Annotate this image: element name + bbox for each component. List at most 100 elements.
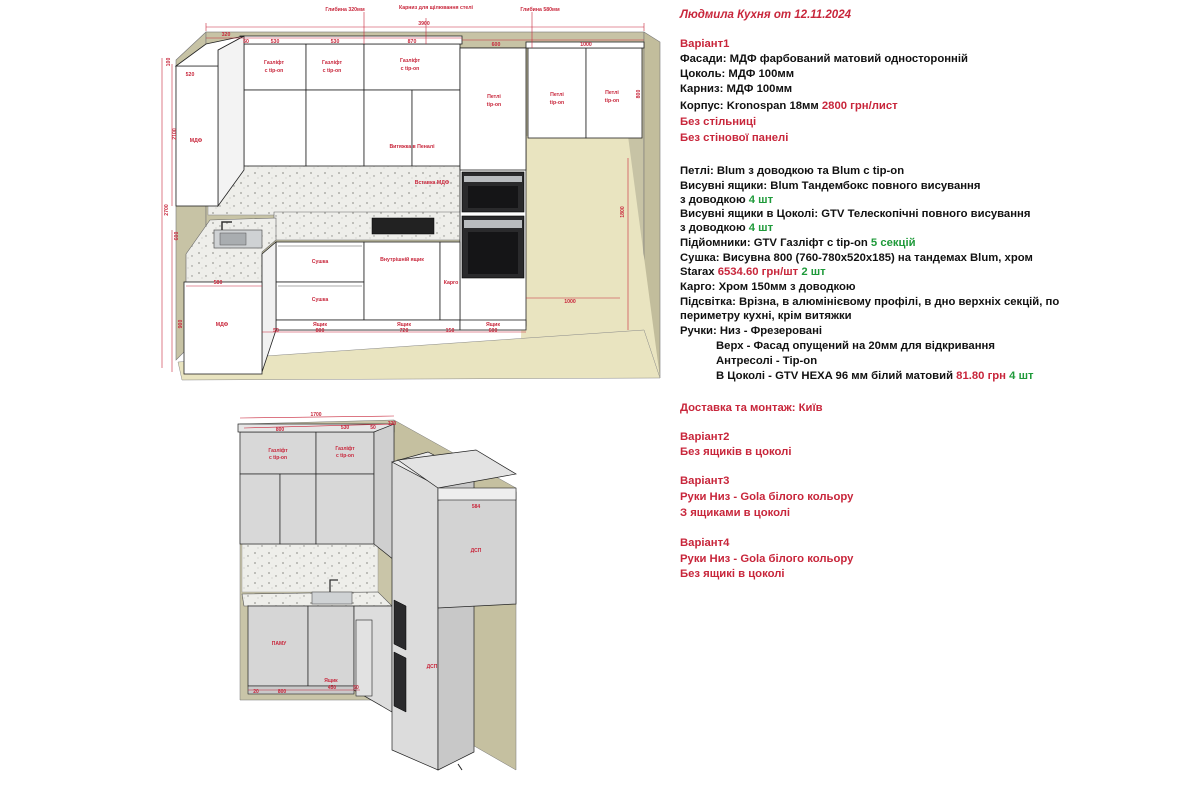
spec-cornice: Карниз: МДФ 100мм (680, 83, 793, 95)
spec-drawers-b: з доводкою 4 шт (680, 193, 773, 207)
p-label-gaz1a: Газліфт (268, 447, 288, 454)
p-dim-320: 320 (388, 421, 397, 427)
spec-no-worktop: Без стільниці (680, 116, 757, 128)
spec-delivery: Доставка та монтаж: Київ (680, 402, 823, 414)
handles-qty: 4 шт (1009, 370, 1034, 382)
variant3-text1: Руки Низ - Gola білого кольору (680, 491, 854, 503)
p-dim-530: 530 (341, 425, 350, 431)
label-tip3a: Петлі (605, 90, 619, 96)
upper-low-1 (243, 89, 307, 167)
upper-low-2 (305, 89, 365, 167)
label-yashchyk2: Ящик (397, 322, 411, 328)
label-gaz1b: с tip-on (265, 68, 284, 74)
left-tall-front (175, 65, 219, 207)
dim-50-bottom: 50 (273, 328, 279, 334)
p-dim-800: 800 (276, 427, 285, 433)
dim-520: 520 (186, 72, 195, 78)
p-oven-1 (393, 599, 407, 651)
floor (520, 136, 660, 378)
plinth-drawers-b-text: з доводкою (680, 222, 746, 234)
label-tip2b: tip-on (550, 100, 564, 106)
dryer-b-text: Starax (680, 266, 715, 278)
label-tip1a: Петлі (487, 94, 501, 100)
oven-2-panel (464, 220, 522, 228)
upper-gaz-2 (305, 43, 365, 91)
p-label-gaz1b: с tip-on (269, 455, 287, 461)
dim-overall: 3900 (418, 21, 430, 27)
dim-tall-depth: Глибина 580мм (520, 6, 560, 13)
p-dimension-lines (239, 415, 395, 691)
spec-drawers-a: Висувні ящики: Blum Тандембокс повного в… (680, 180, 981, 192)
label-mdf-tall: МДФ (190, 138, 203, 144)
variant4-text2: Без ящикі в цоколі (680, 568, 785, 580)
label-yashchyk1: Ящик (313, 322, 327, 328)
p-label-dsp-tall: ДСП (427, 664, 438, 670)
spec-dryer-b: Starax 6534.60 грн/шт 2 шт (680, 265, 826, 279)
spec-handles-a: Ручки: Низ - Фрезеровані (680, 325, 823, 337)
oven-1-panel (464, 176, 522, 182)
variant2-text: Без ящиків в цоколі (680, 446, 792, 458)
spec-handles-d: В Цоколі - GTV HEXA 96 мм білий матовий … (716, 369, 1034, 383)
label-gaz2a: Газліфт (322, 59, 343, 66)
perspective-view: 1700 800 530 50 320 584 20 800 450 50 Га… (237, 412, 517, 771)
dim-320-top: 320 (222, 32, 231, 38)
left-tall-top (174, 35, 245, 67)
lifts-qty: 5 секцій (870, 237, 916, 249)
p-sink (311, 591, 353, 605)
drawers-qty: 4 шт (748, 194, 774, 206)
dim-1000-bottom: 1000 (564, 299, 576, 305)
dim-cornice-note: Карниз для щілювання стелі (399, 5, 474, 11)
dim-2700: 2700 (164, 204, 170, 216)
spec-light-b: периметру кухні, крім витяжки (680, 310, 852, 322)
dim-100: 100 (166, 58, 172, 67)
handles-d-text: В Цоколі - GTV HEXA 96 мм білий матовий (716, 370, 954, 382)
p-dim-1700: 1700 (310, 412, 321, 418)
p-dim-800b: 800 (278, 689, 287, 695)
p-upper-5 (315, 473, 375, 545)
dim-2100: 2100 (172, 128, 178, 140)
oven-1-window (468, 186, 518, 208)
variant4-text1: Руки Низ - Gola білого кольору (680, 553, 854, 565)
p-upper-3 (239, 473, 281, 545)
spec-light-a: Підсвітка: Врізна, в алюмінієвому профіл… (680, 296, 1060, 308)
dim-upper-depth: Глибина 320мм (325, 6, 365, 13)
label-vnutr: Внутрішній ящик (380, 256, 424, 263)
spec-handles-b: Верх - Фасад опущений на 20мм для відкри… (716, 340, 995, 352)
spec-plinth: Цоколь: МДФ 100мм (680, 68, 795, 80)
dim-800-right: 800 (636, 90, 642, 99)
spec-hinges: Петлі: Blum з доводкою та Blum с tip-on (680, 165, 905, 177)
p-dishwasher (355, 619, 373, 697)
spec-facades: Фасади: МДФ фарбований матовий односторо… (680, 53, 968, 65)
dim-600-bottom: 600 (489, 328, 498, 334)
spec-panel: Людмила Кухня от 12.11.2024 Варіант1 Фас… (676, 0, 1196, 800)
dryer-qty: 2 шт (801, 266, 826, 278)
p-label-gaz2b: с tip-on (336, 453, 354, 459)
oven-2-window (468, 232, 518, 274)
spec-no-wallpanel: Без стінової панелі (680, 132, 789, 144)
spec-handles-c: Антресолі - Tip-on (716, 355, 818, 367)
upper-low-3 (363, 89, 413, 167)
elevation-view: 3900 Глибина 320мм Карниз для щілювання … (161, 5, 661, 381)
tall-top-door (459, 47, 527, 171)
p-backsplash (241, 543, 379, 593)
backsplash (207, 164, 461, 216)
dim-50-top: 50 (243, 39, 249, 45)
variant3-text2: З ящиками в цоколі (680, 507, 791, 519)
lower-sushka-2 (275, 281, 365, 321)
dim-1000-top: 1000 (580, 42, 592, 48)
corpus-price: 2800 грн/лист (821, 100, 898, 112)
corpus-label: Корпус: Kronospan 18мм (680, 100, 819, 112)
dim-720: 720 (400, 328, 409, 334)
spec-plinth-drawers-b: з доводкою 4 шт (680, 221, 773, 235)
faucet (221, 221, 232, 230)
spec-cargo: Карго: Хром 150мм з доводкою (680, 281, 856, 293)
label-kargo: Карго (444, 280, 459, 286)
p-label-pamy: ПАМУ (272, 641, 287, 647)
p-label-gaz2a: Газліфт (335, 445, 355, 452)
dim-530b: 530 (331, 39, 340, 45)
spec-lifts: Підйомники: GTV Газліфт с tip-on 5 секці… (680, 236, 916, 250)
dim-870: 870 (408, 39, 417, 45)
p-lower-2 (307, 605, 355, 687)
plinth-drawers-qty: 4 шт (748, 222, 774, 234)
